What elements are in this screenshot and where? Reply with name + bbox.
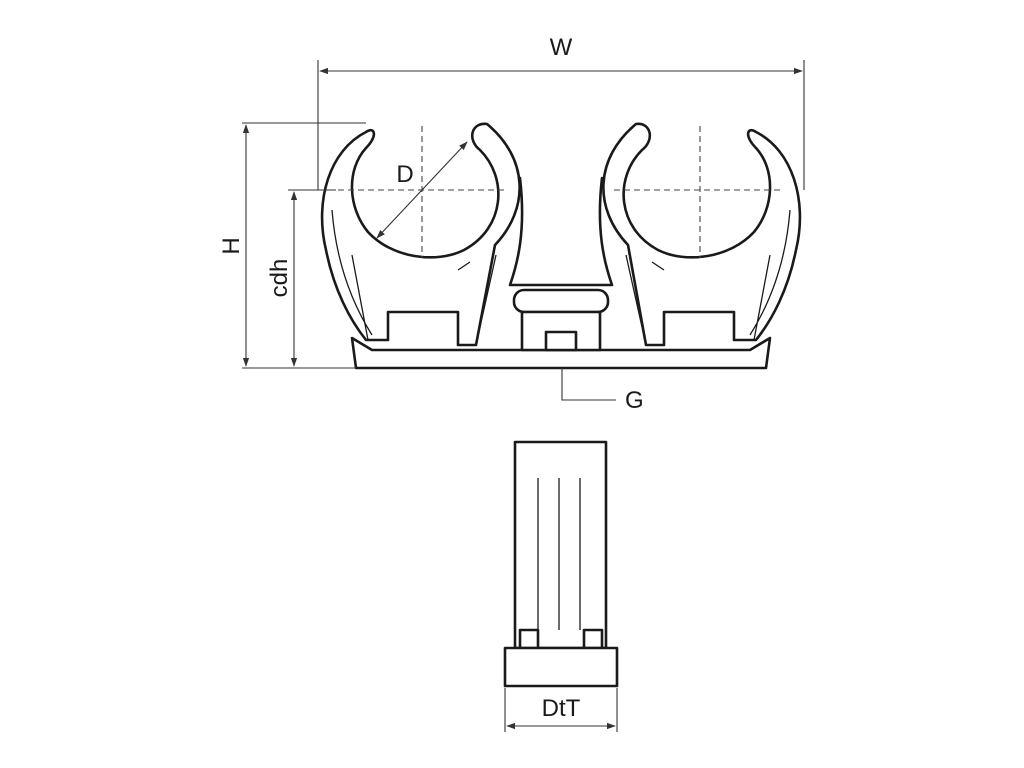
side-neck-left xyxy=(518,628,540,650)
cdh-label: cdh xyxy=(266,259,293,298)
d-dimension-line xyxy=(376,141,468,239)
dimension-w: W xyxy=(317,34,805,190)
w-label: W xyxy=(550,34,573,61)
dtt-label: DtT xyxy=(542,695,581,722)
dimension-h: H xyxy=(218,122,366,369)
g-leader-line xyxy=(561,368,616,401)
left-clip-wing-right xyxy=(457,254,497,346)
h-label: H xyxy=(218,237,245,254)
leader-g: G xyxy=(561,368,644,414)
dimension-cdh: cdh xyxy=(266,189,336,367)
left-clip-body xyxy=(320,122,521,347)
side-neck-right xyxy=(582,628,604,650)
dimension-d: D xyxy=(376,141,468,239)
g-label: G xyxy=(625,387,644,414)
right-clip-wing-left xyxy=(625,254,665,346)
left-clip-wing-left xyxy=(331,209,373,341)
center-lug-tab xyxy=(544,330,578,352)
right-clip-body xyxy=(602,122,802,347)
side-view xyxy=(503,440,619,688)
side-dovetail-foot xyxy=(503,646,619,688)
front-view xyxy=(320,122,802,370)
d-label: D xyxy=(396,161,413,188)
center-lug-top xyxy=(512,288,610,314)
right-clip-wing-right xyxy=(749,209,791,341)
center-web xyxy=(508,176,614,287)
side-body xyxy=(513,440,608,650)
dimension-dtt: DtT xyxy=(504,688,618,732)
